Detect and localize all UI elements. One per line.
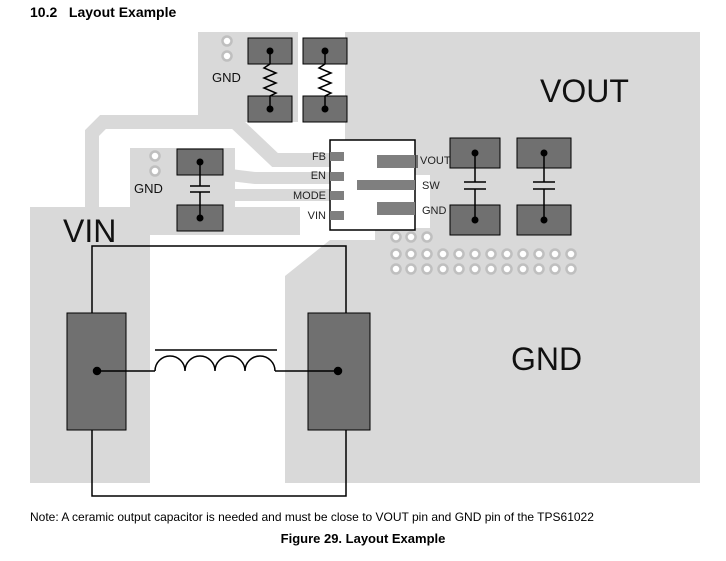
vout-label: VOUT (540, 73, 629, 109)
pin-en-pad (330, 172, 344, 181)
gnd-label-left: GND (134, 181, 163, 196)
ic-right-pins (357, 155, 415, 215)
gnd-plane (375, 228, 700, 483)
feedback-trace (85, 115, 330, 207)
output-capacitor-2 (516, 137, 572, 236)
ic-left-pins (330, 152, 344, 220)
figure-caption: Figure 29. Layout Example (280, 531, 446, 546)
gnd-vias-top (221, 35, 233, 62)
pin-label-en: EN (311, 170, 326, 182)
pin-label-gnd: GND (422, 205, 447, 217)
vout-plane (345, 32, 700, 228)
section-heading: 10.2 Layout Example (30, 4, 176, 20)
output-capacitor-1 (449, 137, 501, 236)
pin-fb-pad (330, 152, 344, 161)
pin-label-sw: SW (422, 180, 440, 192)
layout-diagram: FB EN MODE VIN VOUT SW GND GND (30, 32, 700, 497)
gnd-label-top: GND (212, 70, 241, 85)
inductor-symbol (92, 349, 343, 376)
pin-vout-pad (377, 155, 415, 168)
pin-gnd-pad (377, 202, 415, 215)
gnd-via-field (390, 231, 577, 275)
pin-label-vout: VOUT (420, 155, 451, 167)
pin-mode-pad (330, 191, 344, 200)
en-trace (229, 169, 330, 184)
input-capacitor (176, 148, 224, 232)
gnd-vias-left (149, 150, 161, 177)
pin-label-fb: FB (312, 151, 326, 163)
resistor-left (247, 37, 293, 123)
pin-label-vin: VIN (308, 210, 326, 222)
section-title: Layout Example (68, 4, 177, 20)
pin-sw-pad (357, 180, 415, 190)
gnd-plane-label: GND (511, 341, 582, 377)
section-number: 10.2 (30, 4, 58, 20)
resistor-right (302, 37, 348, 123)
layout-note: Note: A ceramic output capacitor is need… (30, 510, 594, 524)
vin-label: VIN (63, 213, 116, 249)
pin-label-mode: MODE (293, 190, 326, 202)
pin-vin-pad (330, 211, 344, 220)
